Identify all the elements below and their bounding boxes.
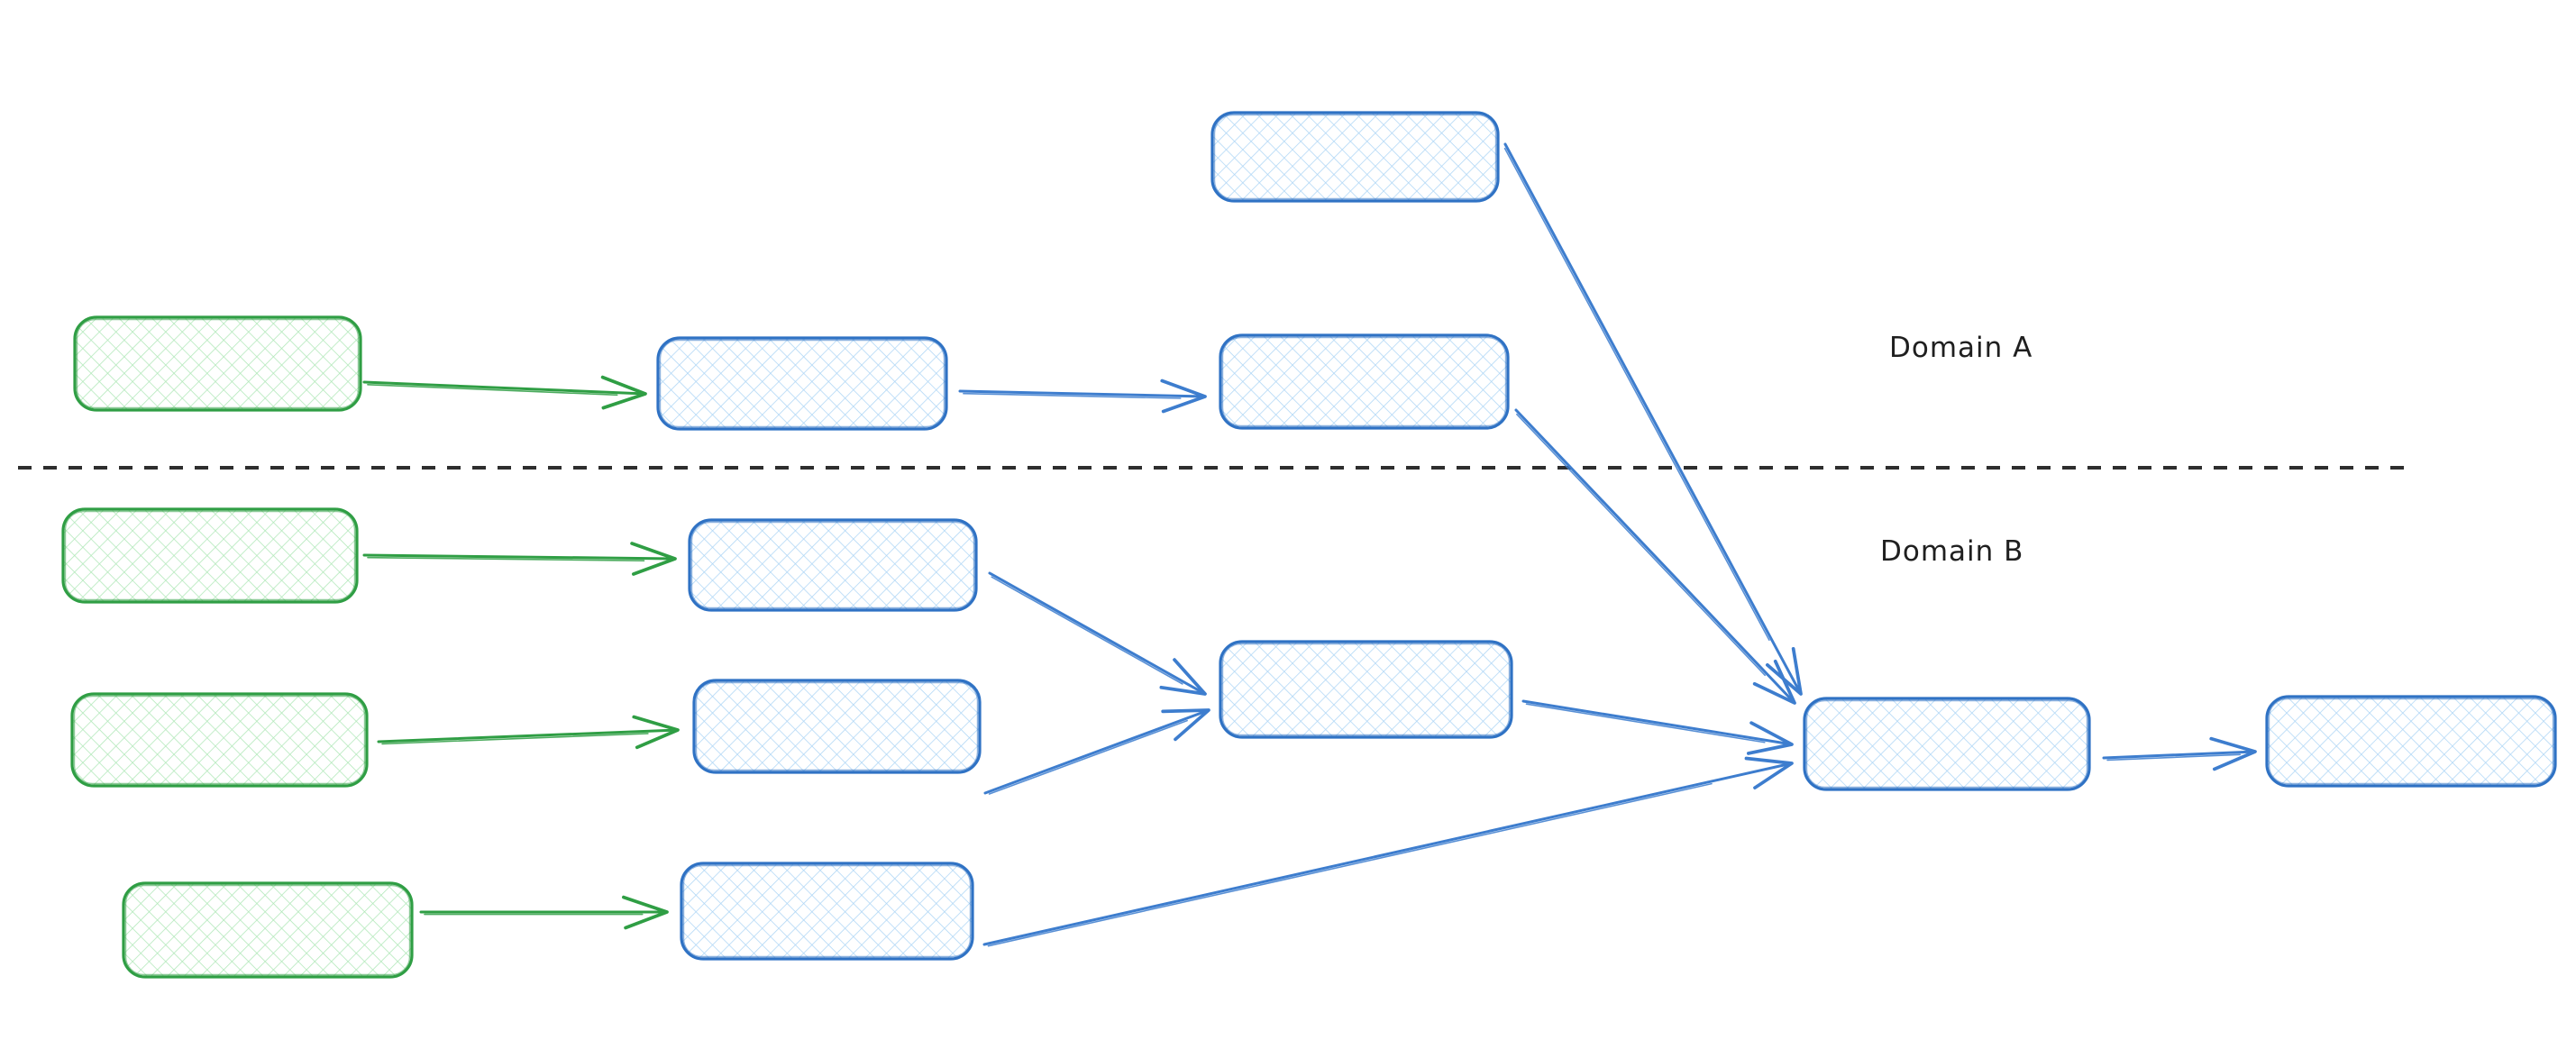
node-green-source-b2[interactable] [70, 692, 369, 788]
edge-green-source-b3-to-blue-stage1-b3[interactable] [419, 895, 669, 930]
edge-blue-stage1-b2-to-blue-stage2-b[interactable] [983, 708, 1210, 795]
edge-green-source-b1-to-blue-stage1-b1[interactable] [362, 542, 677, 576]
node-green-source-a[interactable] [73, 315, 362, 412]
node-blue-output[interactable] [2265, 695, 2557, 788]
edge-blue-merge-to-blue-output[interactable] [2102, 736, 2257, 771]
domain-a-label[interactable]: Domain A [1889, 332, 2033, 364]
edge-blue-stage1-b1-to-blue-stage2-b[interactable] [988, 571, 1207, 696]
edge-green-source-a-to-blue-stage1-a[interactable] [362, 375, 647, 410]
edge-blue-stage2-b-to-blue-merge[interactable] [1521, 699, 1794, 755]
edge-blue-stage2-a-to-blue-merge[interactable] [1514, 408, 1796, 705]
node-green-source-b3[interactable] [122, 881, 414, 979]
edge-green-source-b2-to-blue-stage1-b2[interactable] [377, 715, 680, 750]
node-blue-stage1-b1[interactable] [688, 518, 978, 612]
node-green-source-b1[interactable] [61, 507, 359, 604]
node-blue-stage1-a[interactable] [656, 336, 948, 431]
node-blue-top-a[interactable] [1210, 111, 1500, 203]
edge-blue-stage1-a-to-blue-stage2-a[interactable] [958, 379, 1207, 414]
edge-blue-top-a-to-blue-merge[interactable] [1503, 142, 1803, 696]
domain-b-label[interactable]: Domain B [1880, 535, 2024, 568]
node-blue-stage1-b3[interactable] [680, 862, 974, 961]
node-blue-stage1-b2[interactable] [692, 679, 982, 774]
node-blue-stage2-a[interactable] [1219, 333, 1510, 430]
edge-blue-stage1-b3-to-blue-merge[interactable] [982, 756, 1794, 947]
node-blue-merge[interactable] [1803, 697, 2091, 791]
node-blue-stage2-b[interactable] [1219, 640, 1513, 739]
